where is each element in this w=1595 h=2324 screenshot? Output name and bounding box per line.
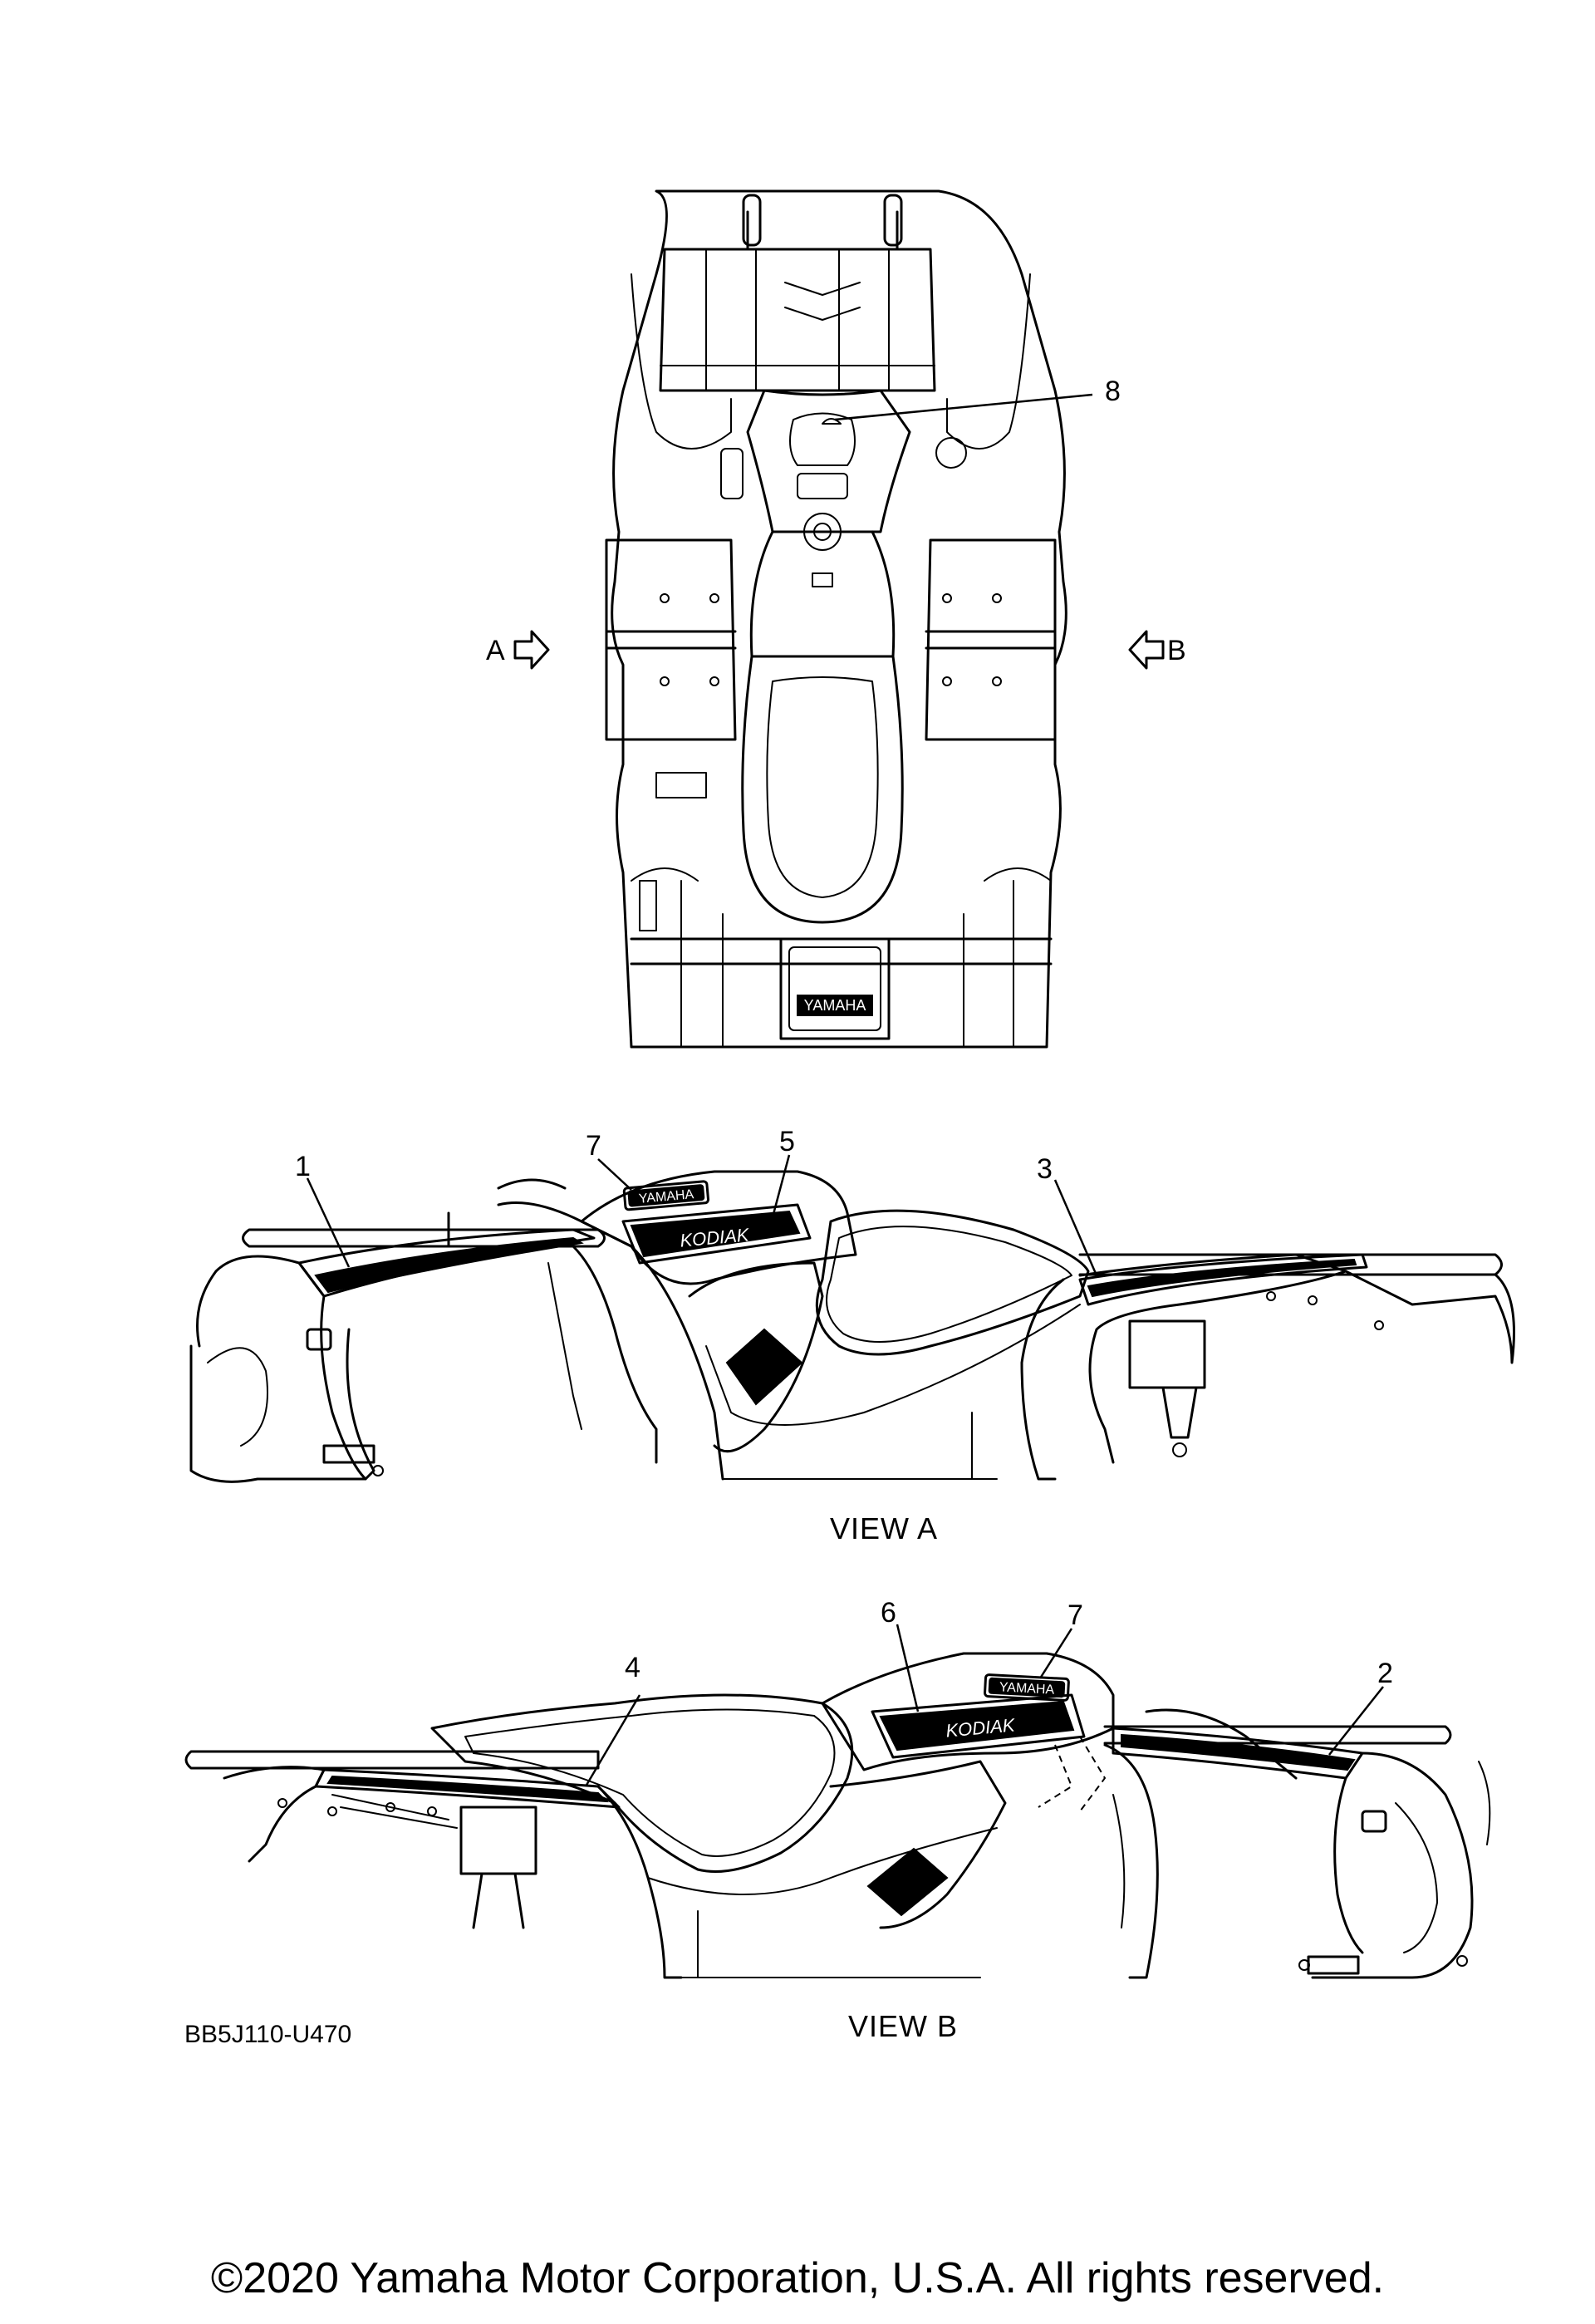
copyright-notice: ©2020 Yamaha Motor Corporation, U.S.A. A… xyxy=(210,2254,1385,2302)
callout-2-leader xyxy=(1328,1686,1384,1756)
callout-5-leader xyxy=(771,1154,791,1218)
callout-2: 2 xyxy=(1377,1658,1393,1689)
view-a-label: VIEW A xyxy=(830,1511,938,1545)
arrow-right-icon xyxy=(513,630,550,670)
callout-6-leader xyxy=(896,1624,920,1712)
callout-4: 4 xyxy=(625,1652,640,1683)
callout-3: 3 xyxy=(1037,1153,1053,1185)
callout-7-view-b: 7 xyxy=(1067,1599,1083,1631)
part-code: BB5J110-U470 xyxy=(184,2021,351,2048)
callout-7a-leader xyxy=(597,1158,632,1191)
atv-side-view-a: KODIAK YAMAHA xyxy=(189,1170,1515,1483)
callout-8-leader xyxy=(834,393,1093,421)
view-b-emblem-text: YAMAHA xyxy=(999,1680,1055,1697)
callout-1-leader xyxy=(306,1177,351,1268)
view-b-label: VIEW B xyxy=(848,2009,958,2043)
view-arrow-a: A xyxy=(486,630,550,670)
callout-7b-leader xyxy=(1038,1628,1073,1679)
callout-7-view-a: 7 xyxy=(586,1130,601,1162)
callout-1: 1 xyxy=(295,1151,311,1182)
callout-8: 8 xyxy=(1105,376,1121,407)
callout-4-leader xyxy=(584,1694,641,1787)
atv-side-view-b: KODIAK YAMAHA xyxy=(184,1652,1491,1979)
view-arrow-b: B xyxy=(1128,630,1186,670)
atv-top-view: YAMAHA xyxy=(605,189,1093,1049)
view-a-emblem-text: YAMAHA xyxy=(638,1187,694,1206)
callout-6: 6 xyxy=(881,1597,896,1629)
arrow-left-icon xyxy=(1128,630,1165,670)
callout-5: 5 xyxy=(779,1126,795,1157)
arrow-b-label: B xyxy=(1167,635,1186,666)
rear-logo-text: YAMAHA xyxy=(804,997,866,1014)
callout-3-leader xyxy=(1053,1179,1098,1276)
arrow-a-label: A xyxy=(486,635,505,666)
